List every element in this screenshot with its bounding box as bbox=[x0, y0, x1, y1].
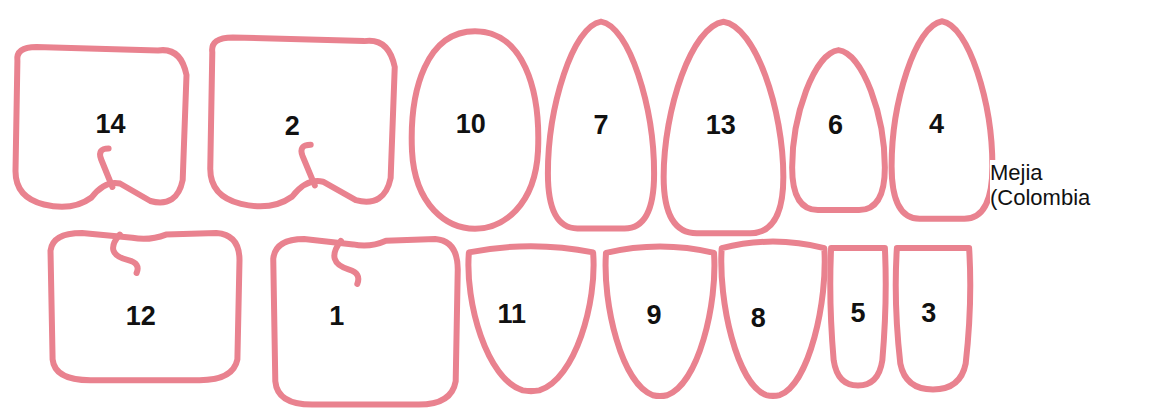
tooth-number: 7 bbox=[593, 112, 608, 139]
tooth-outline: 12 bbox=[40, 225, 250, 385]
tooth-shape bbox=[716, 235, 830, 400]
tooth-number: 11 bbox=[497, 301, 526, 328]
source-label: Mejia (Colombia bbox=[990, 160, 1108, 211]
tooth-outline: 2 bbox=[200, 30, 405, 215]
tooth-outline: 1 bbox=[263, 230, 468, 410]
tooth-outline: 10 bbox=[405, 25, 545, 235]
tooth-outline: 13 bbox=[657, 15, 790, 240]
tooth-outline: 11 bbox=[462, 240, 600, 395]
tooth-number: 3 bbox=[921, 300, 936, 327]
tooth-number: 13 bbox=[706, 112, 736, 139]
tooth-number: 2 bbox=[285, 113, 300, 140]
tooth-outline: 3 bbox=[890, 242, 976, 394]
tooth-number: 5 bbox=[850, 300, 865, 327]
tooth-shape bbox=[263, 230, 468, 410]
tooth-number: 6 bbox=[828, 111, 843, 138]
tooth-outline: 7 bbox=[542, 15, 660, 235]
tooth-number: 9 bbox=[646, 302, 661, 329]
tooth-number: 12 bbox=[126, 303, 156, 330]
tooth-number: 10 bbox=[456, 110, 486, 137]
tooth-outline: 6 bbox=[787, 45, 890, 215]
tooth-shape bbox=[462, 240, 600, 395]
tooth-outline: 4 bbox=[886, 15, 998, 225]
tooth-outline: 5 bbox=[826, 242, 890, 390]
tooth-number: 1 bbox=[329, 303, 344, 330]
tooth-outline: 8 bbox=[716, 235, 830, 400]
tooth-number: 4 bbox=[929, 111, 944, 138]
tooth-outline: 9 bbox=[600, 240, 720, 400]
tooth-shape bbox=[200, 30, 405, 215]
tooth-number: 8 bbox=[751, 304, 766, 331]
tooth-outline: 14 bbox=[6, 40, 196, 215]
tooth-number: 14 bbox=[95, 111, 125, 138]
